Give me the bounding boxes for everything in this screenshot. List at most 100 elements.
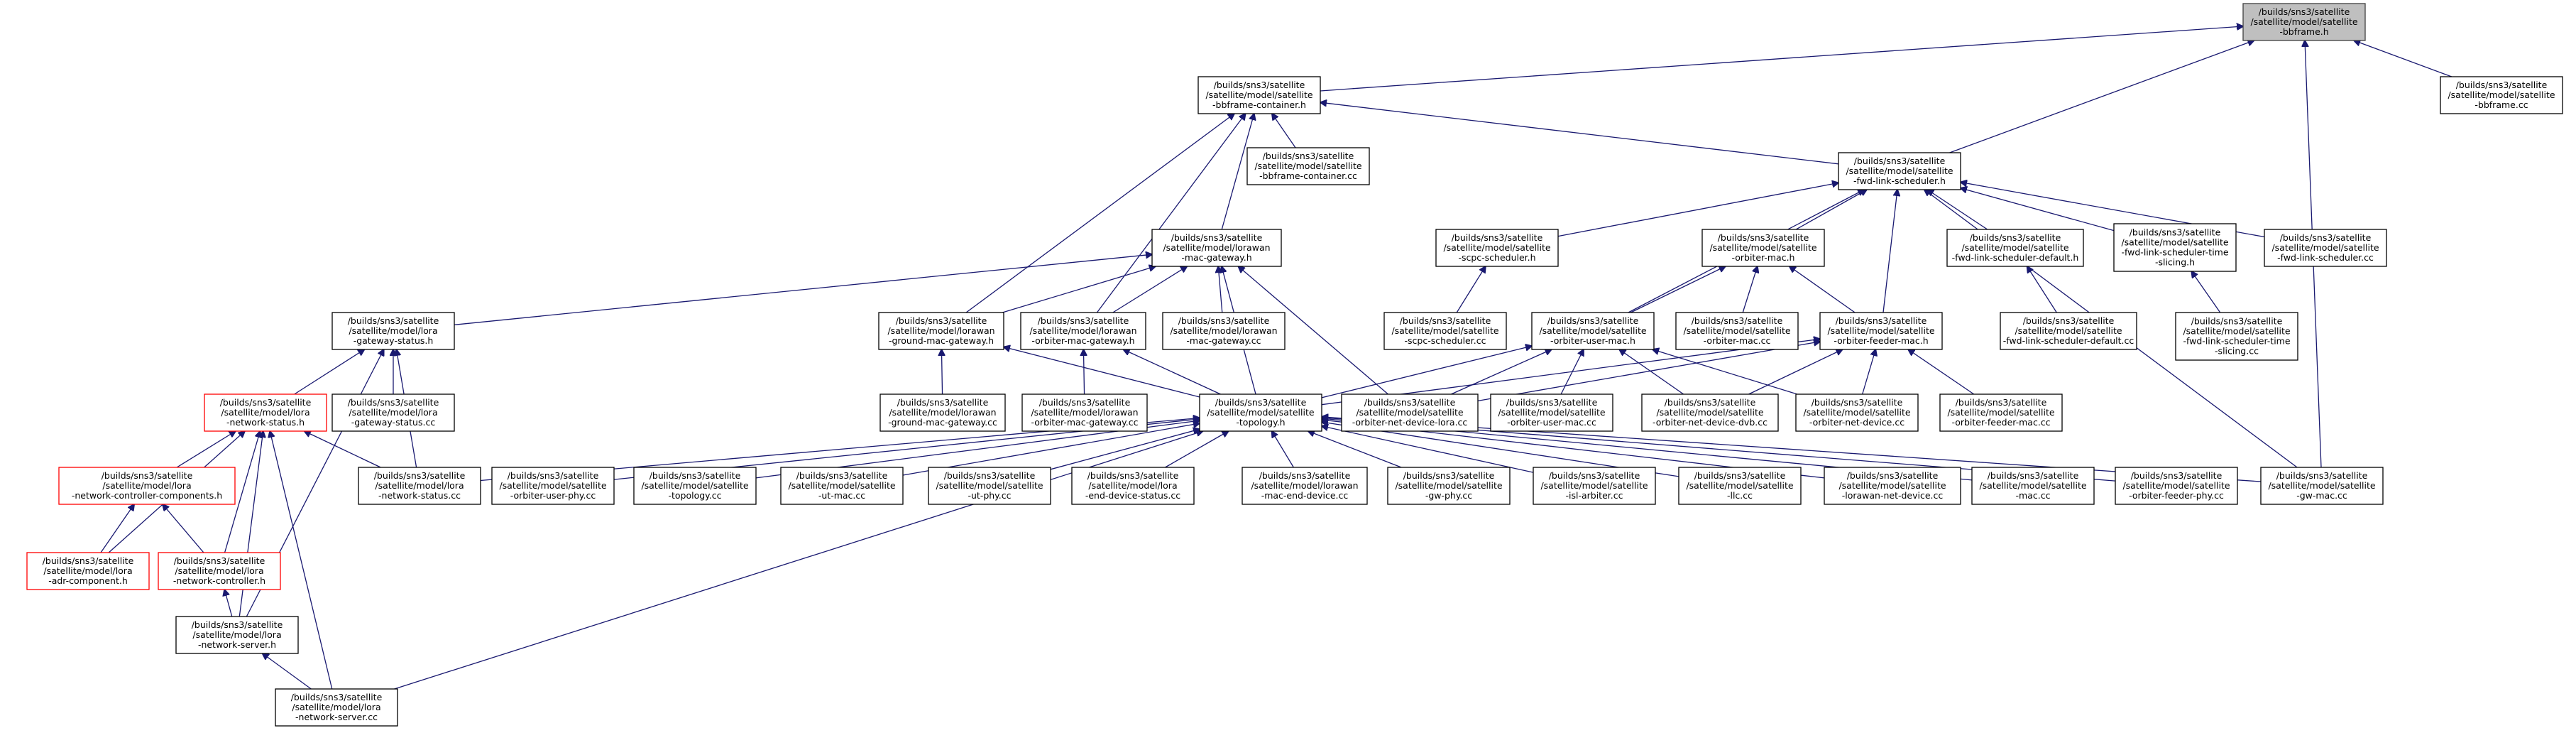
node-label-line: /satellite/model/satellite (1683, 325, 1790, 336)
edge-netlora_cc-to-orb_feed_h (1477, 342, 1820, 402)
graph-node-fwd-def-cc[interactable]: /builds/sns3/satellite/satellite/model/s… (2000, 312, 2137, 350)
edge-fwd_ts_h-to-fwd_h (1961, 188, 2115, 232)
node-label-line: /satellite/model/lora (43, 565, 132, 576)
edge-nctl_h-to-netstat_h (224, 431, 261, 553)
node-label-line: /satellite/model/satellite (2122, 480, 2230, 491)
graph-node-orb-user-cc[interactable]: /builds/sns3/satellite/satellite/model/s… (1490, 393, 1613, 432)
node-label-line: /builds/sns3/satellite (43, 555, 134, 566)
graph-node-netstat-cc[interactable]: /builds/sns3/satellite/satellite/model/l… (358, 467, 481, 505)
edge-nsrv_cc-to-netstat_h (270, 431, 333, 690)
graph-node-nsrv-cc[interactable]: /builds/sns3/satellite/satellite/model/l… (275, 688, 398, 727)
node-label-line: /satellite/model/lora (175, 565, 263, 576)
graph-node-lw-gw-cc[interactable]: /builds/sns3/satellite/satellite/model/l… (1162, 312, 1286, 350)
graph-node-gwstat-cc[interactable]: /builds/sns3/satellite/satellite/model/l… (331, 393, 455, 432)
graph-node-gwmac-cc[interactable]: /builds/sns3/satellite/satellite/model/s… (2260, 467, 2384, 505)
graph-node-bbframe-cc[interactable]: /builds/sns3/satellite/satellite/model/s… (2440, 76, 2563, 114)
edge-nsrv_cc-to-nsrv_h (263, 653, 312, 690)
graph-node-lw-med-cc[interactable]: /builds/sns3/satellite/satellite/model/l… (1242, 467, 1368, 505)
node-label-line: /builds/sns3/satellite (2280, 232, 2372, 243)
graph-node-orb-user-h[interactable]: /builds/sns3/satellite/satellite/model/s… (1531, 312, 1655, 350)
node-label-line: /satellite/model/lora (1088, 480, 1177, 491)
graph-node-netdvb-cc[interactable]: /builds/sns3/satellite/satellite/model/s… (1641, 393, 1779, 432)
node-label-line: -ut-mac.cc (818, 490, 865, 501)
edge-fwd_h-to-bbcont_h (1320, 102, 1839, 165)
graph-node-netdev-cc[interactable]: /builds/sns3/satellite/satellite/model/s… (1795, 393, 1919, 432)
graph-node-feedphy-cc[interactable]: /builds/sns3/satellite/satellite/model/s… (2115, 467, 2238, 505)
graph-node-orb-mac-cc[interactable]: /builds/sns3/satellite/satellite/model/s… (1675, 312, 1799, 350)
node-label-line: -bbframe.cc (2474, 99, 2528, 110)
graph-node-lw-gnd-cc[interactable]: /builds/sns3/satellite/satellite/model/l… (879, 393, 1006, 432)
graph-node-fwd-def-h[interactable]: /builds/sns3/satellite/satellite/model/s… (1946, 229, 2084, 267)
node-box (1824, 467, 1961, 505)
graph-node-topo-cc[interactable]: /builds/sns3/satellite/satellite/model/s… (633, 467, 757, 505)
graph-node-topo-h[interactable]: /builds/sns3/satellite/satellite/model/s… (1199, 393, 1322, 432)
graph-node-lwnd-cc[interactable]: /builds/sns3/satellite/satellite/model/s… (1824, 467, 1961, 505)
graph-node-fwd-ts-cc[interactable]: /builds/sns3/satellite/satellite/model/s… (2175, 312, 2298, 361)
graph-node-nsrv-h[interactable]: /builds/sns3/satellite/satellite/model/l… (175, 616, 299, 654)
graph-node-isl-cc[interactable]: /builds/sns3/satellite/satellite/model/s… (1533, 467, 1656, 505)
node-box (2000, 312, 2137, 350)
graph-node-utphy-cc[interactable]: /builds/sns3/satellite/satellite/model/s… (928, 467, 1051, 505)
graph-node-nctl-h[interactable]: /builds/sns3/satellite/satellite/model/l… (158, 552, 281, 590)
graph-node-orb-feed-h[interactable]: /builds/sns3/satellite/satellite/model/s… (1819, 312, 1943, 350)
graph-node-netlora-cc[interactable]: /builds/sns3/satellite/satellite/model/s… (1341, 393, 1479, 432)
edge-netdvb_cc-to-orb_user_h (1619, 349, 1684, 395)
node-box (1246, 147, 1370, 185)
node-label-line: -gw-phy.cc (1425, 490, 1472, 501)
node-box (2115, 467, 2238, 505)
graph-node-scpc-cc[interactable]: /builds/sns3/satellite/satellite/model/s… (1383, 312, 1507, 350)
graph-node-orb-feed-cc[interactable]: /builds/sns3/satellite/satellite/model/s… (1939, 393, 2063, 432)
node-label-line: /builds/sns3/satellite (102, 470, 193, 481)
node-label-line: /satellite/model/satellite (1709, 242, 1816, 253)
node-box (1678, 467, 1802, 505)
node-box (1939, 393, 2063, 432)
node-box (1435, 229, 1559, 267)
graph-node-gwstat-h[interactable]: /builds/sns3/satellite/satellite/model/l… (331, 312, 455, 350)
edge-fwd_ts_cc-to-fwd_ts_h (2191, 271, 2221, 313)
node-label-line: -fwd-link-scheduler.cc (2277, 252, 2374, 263)
graph-node-ncc-h[interactable]: /builds/sns3/satellite/satellite/model/l… (58, 467, 236, 505)
graph-node-root[interactable]: /builds/sns3/satellite/satellite/model/s… (2242, 3, 2366, 41)
graph-node-lw-gw-h[interactable]: /builds/sns3/satellite/satellite/model/l… (1151, 229, 1282, 267)
node-label-line: -mac-end-device.cc (1261, 490, 1349, 501)
graph-node-netstat-h[interactable]: /builds/sns3/satellite/satellite/model/l… (204, 393, 327, 432)
graph-node-orb-uphy-cc[interactable]: /builds/sns3/satellite/satellite/model/s… (491, 467, 615, 505)
graph-node-utmac-cc[interactable]: /builds/sns3/satellite/satellite/model/s… (780, 467, 904, 505)
graph-node-scpc-h[interactable]: /builds/sns3/satellite/satellite/model/s… (1435, 229, 1559, 267)
node-label-line: /builds/sns3/satellite (291, 692, 383, 702)
graph-node-lw-orb-cc[interactable]: /builds/sns3/satellite/satellite/model/l… (1021, 393, 1148, 432)
node-label-line: /builds/sns3/satellite (174, 555, 265, 566)
graph-node-fwd-ts-h[interactable]: /builds/sns3/satellite/satellite/model/s… (2113, 223, 2237, 272)
graph-node-fwd-cc[interactable]: /builds/sns3/satellite/satellite/model/s… (2264, 229, 2387, 267)
node-label-line: /builds/sns3/satellite (1547, 315, 1639, 326)
graph-node-bbcont-cc[interactable]: /builds/sns3/satellite/satellite/model/s… (1246, 147, 1370, 185)
graph-node-orb-mac-h[interactable]: /builds/sns3/satellite/satellite/model/s… (1701, 229, 1825, 267)
node-label-line: /builds/sns3/satellite (2191, 316, 2283, 327)
graph-node-eds-cc[interactable]: /builds/sns3/satellite/satellite/model/l… (1071, 467, 1195, 505)
graph-node-mac-cc[interactable]: /builds/sns3/satellite/satellite/model/s… (1971, 467, 2095, 505)
node-label-line: /satellite/model/lorawan (1031, 407, 1138, 418)
node-label-line: -network-controller.h (173, 575, 265, 586)
node-label-line: /satellite/model/satellite (788, 480, 895, 491)
node-label-line: /satellite/model/satellite (1205, 89, 1312, 100)
graph-node-gwphy-cc[interactable]: /builds/sns3/satellite/satellite/model/s… (1387, 467, 1511, 505)
node-box (2264, 229, 2387, 267)
graph-node-adr-h[interactable]: /builds/sns3/satellite/satellite/model/l… (26, 552, 150, 590)
node-box (1675, 312, 1799, 350)
graph-node-bbcont-h[interactable]: /builds/sns3/satellite/satellite/model/s… (1197, 76, 1321, 114)
node-box (2440, 76, 2563, 114)
node-label-line: /satellite/model/satellite (2268, 480, 2375, 491)
graph-node-fwd-h[interactable]: /builds/sns3/satellite/satellite/model/s… (1838, 152, 1961, 190)
node-label-line: /builds/sns3/satellite (1087, 470, 1179, 481)
edge-lw_orb_h-to-lw_gw_h (1112, 266, 1187, 313)
graph-node-lw-orb-h[interactable]: /builds/sns3/satellite/satellite/model/l… (1020, 312, 1146, 350)
node-box (1533, 467, 1656, 505)
node-label-line: /builds/sns3/satellite (896, 315, 987, 326)
graph-node-lw-gnd-h[interactable]: /builds/sns3/satellite/satellite/model/l… (878, 312, 1004, 350)
node-label-line: -mac.cc (2016, 490, 2051, 501)
node-box (879, 393, 1006, 432)
graph-node-llc-cc[interactable]: /builds/sns3/satellite/satellite/model/s… (1678, 467, 1802, 505)
node-label-line: /satellite/model/lora (375, 480, 464, 491)
node-box (275, 688, 398, 727)
node-box (1641, 393, 1779, 432)
